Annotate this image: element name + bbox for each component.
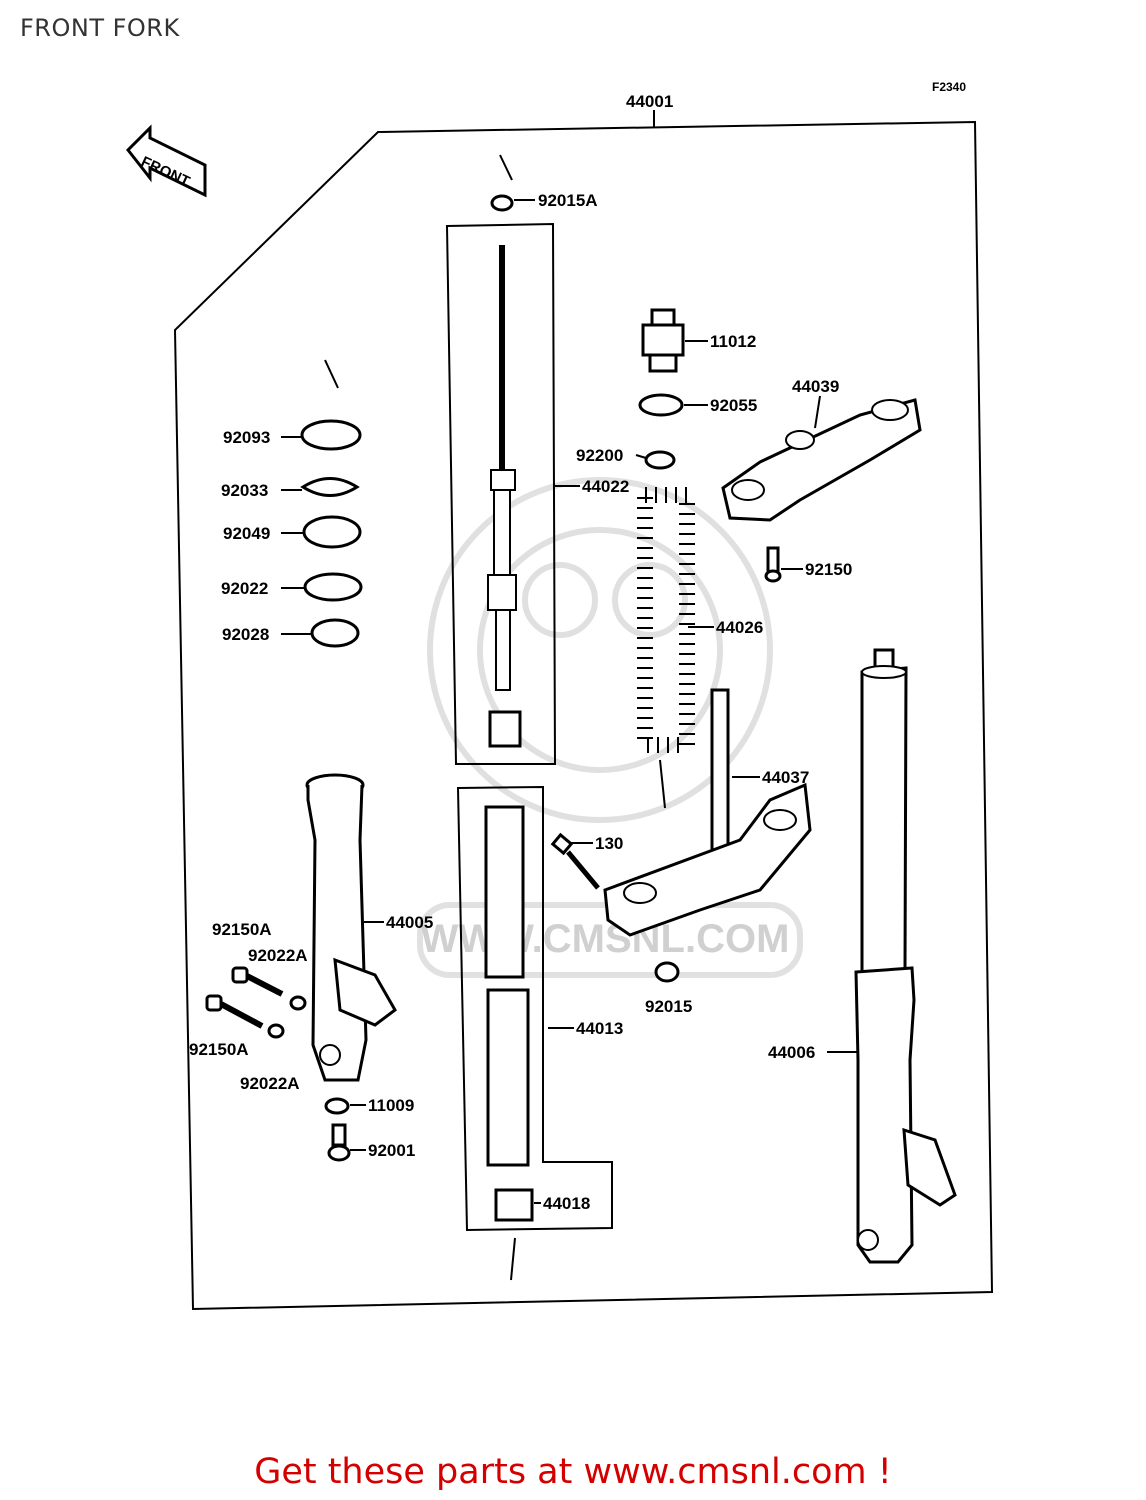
label-11009: 11009 (368, 1096, 414, 1115)
fork-spring-44026 (637, 487, 714, 809)
inner-tube-group (456, 785, 613, 1281)
label-92055: 92055 (710, 396, 757, 415)
nut-92015 (654, 961, 680, 983)
assembly-outline (173, 120, 994, 1311)
drain-bolt-92001 (327, 1123, 366, 1162)
label-92049: 92049 (223, 524, 270, 543)
label-92015a: 92015A (538, 191, 598, 210)
page-title: FRONT FORK (20, 14, 180, 42)
bolt-92150 (764, 546, 803, 583)
seal-stack (281, 359, 363, 648)
gasket-11009 (324, 1097, 350, 1115)
washer-92200 (644, 450, 676, 470)
nut-92015a (490, 154, 535, 212)
label-92001: 92001 (368, 1141, 415, 1160)
label-44026: 44026 (716, 618, 763, 637)
label-44013: 44013 (576, 1019, 623, 1038)
label-44001: 44001 (626, 92, 673, 111)
front-direction-arrow: FRONT (125, 124, 207, 198)
footer-cta-link[interactable]: Get these parts at www.cmsnl.com ! (254, 1452, 892, 1492)
label-11012: 11012 (710, 332, 756, 351)
outer-tube-left-44005 (305, 773, 397, 1082)
figure-code: F2340 (932, 80, 966, 94)
cap-bolt-11012 (641, 308, 708, 373)
label-44039: 44039 (792, 377, 839, 396)
label-44005: 44005 (386, 913, 433, 932)
label-44006: 44006 (768, 1043, 815, 1062)
label-92093: 92093 (223, 428, 270, 447)
label-92200: 92200 (576, 446, 623, 465)
label-92022: 92022 (221, 579, 268, 598)
label-92022a-top: 92022A (248, 946, 308, 965)
watermark-text: WWW.CMSNL.COM (421, 917, 790, 961)
label-44037: 44037 (762, 768, 809, 787)
label-92015: 92015 (645, 997, 692, 1016)
damper-rod-group (445, 222, 580, 765)
label-92150a-bottom: 92150A (189, 1040, 249, 1059)
bolt-130 (550, 832, 600, 890)
label-92150a-top: 92150A (212, 920, 272, 939)
label-92028: 92028 (222, 625, 269, 644)
label-92033: 92033 (221, 481, 268, 500)
label-92022a-bottom: 92022A (240, 1074, 300, 1093)
upper-bracket-44039 (721, 395, 922, 522)
label-44022: 44022 (582, 477, 629, 496)
steering-stem-44037 (603, 688, 812, 937)
fork-leg-right-44006 (827, 648, 957, 1264)
label-130: 130 (595, 834, 623, 853)
o-ring-92055 (638, 393, 684, 417)
watermark-logo (417, 477, 803, 978)
label-92150: 92150 (805, 560, 852, 579)
label-44018: 44018 (543, 1194, 590, 1213)
axle-clamp-bolts (205, 966, 307, 1039)
